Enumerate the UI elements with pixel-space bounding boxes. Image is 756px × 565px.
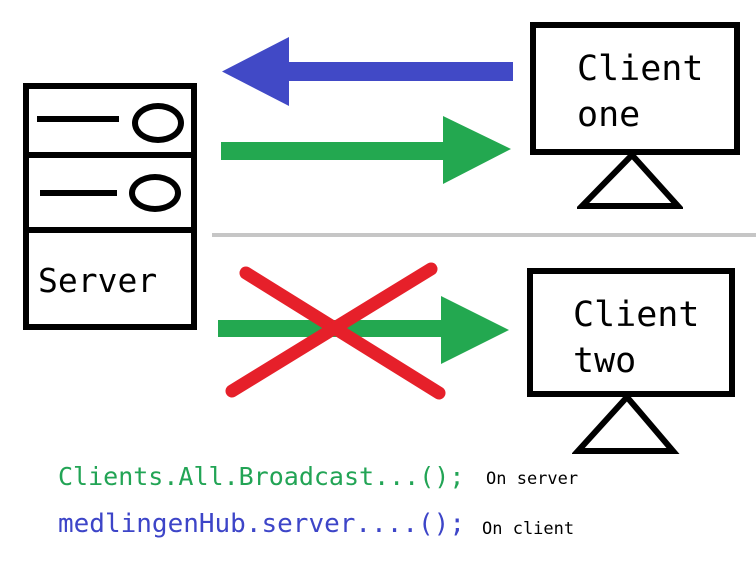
server-drive-led-icon xyxy=(132,103,184,143)
monitor-stand-shape xyxy=(577,150,683,209)
client-two-label: Client two xyxy=(573,295,700,381)
client-one-monitor-icon: Client one xyxy=(530,22,740,155)
code-broadcast-server-note: On server xyxy=(486,469,579,489)
monitor-stand-shape xyxy=(572,392,680,454)
server-bay-divider xyxy=(29,152,191,158)
client-one-label: Client one xyxy=(577,49,704,135)
arrow-right-green-icon xyxy=(221,116,511,184)
monitor-stand-icon xyxy=(572,392,680,454)
server-drive-slot-icon xyxy=(37,116,119,122)
server-icon: Server xyxy=(23,83,197,330)
client-two-monitor-icon: Client two xyxy=(527,268,735,397)
arrow-right-green-blocked-shape xyxy=(218,296,509,364)
server-bay-divider xyxy=(29,227,191,233)
arrow-left-blue-shape xyxy=(222,37,513,106)
cross-stroke xyxy=(239,266,446,400)
monitor-stand-icon xyxy=(577,150,683,209)
server-drive-slot-icon xyxy=(40,190,117,196)
cross-out-icon xyxy=(225,262,446,400)
arrow-left-blue-icon xyxy=(222,37,513,106)
server-drive-led-icon xyxy=(129,174,181,212)
server-label: Server xyxy=(38,261,158,300)
code-hub-client-note: On client xyxy=(482,519,575,539)
code-hub-client: medlingenHub.server....(); xyxy=(58,509,465,539)
code-broadcast-server: Clients.All.Broadcast...(); xyxy=(58,462,465,491)
arrow-right-green-blocked-icon xyxy=(218,296,509,364)
section-divider xyxy=(212,233,756,237)
cross-stroke xyxy=(225,262,438,398)
arrow-right-green-shape xyxy=(221,116,511,184)
